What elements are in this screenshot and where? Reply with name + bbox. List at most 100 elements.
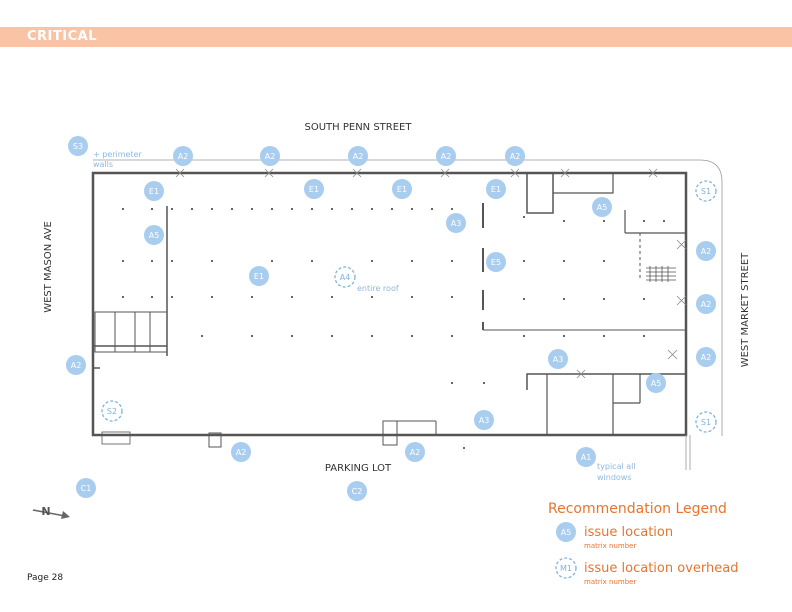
issue-marker-s1: S1: [695, 411, 717, 433]
legend-marker-solid-label: A5: [561, 528, 572, 537]
note-entire-roof: entire roof: [357, 284, 399, 293]
marker-label: A4: [340, 273, 351, 282]
marker-label: A2: [701, 353, 712, 362]
marker-circle: [260, 146, 280, 166]
issue-marker-a2: A2: [405, 442, 425, 462]
marker-label: A2: [510, 152, 521, 161]
marker-label: A2: [410, 448, 421, 457]
page-number: Page 28: [27, 573, 63, 583]
marker-label: A2: [701, 300, 712, 309]
marker-label: C2: [352, 487, 363, 496]
issue-marker-s3: S3: [68, 136, 88, 156]
note-perimeter-2: walls: [93, 160, 113, 169]
issue-marker-a2: A2: [348, 146, 368, 166]
north-arrow: N: [32, 505, 70, 519]
marker-circle: [696, 294, 716, 314]
legend-item-2-label: issue location overhead: [584, 561, 738, 576]
marker-label: S3: [73, 142, 83, 151]
issue-marker-a2: A2: [696, 294, 716, 314]
marker-label: A2: [441, 152, 452, 161]
issue-marker-a3: A3: [548, 349, 568, 369]
note-perimeter-1: + perimeter: [93, 150, 143, 159]
issue-marker-c2: C2: [347, 481, 367, 501]
marker-label: E1: [397, 185, 407, 194]
marker-circle: [486, 179, 506, 199]
marker-label: A2: [178, 152, 189, 161]
marker-circle: [68, 136, 88, 156]
legend-marker-dashed: [555, 557, 577, 579]
issue-marker-e1: E1: [249, 266, 269, 286]
critical-banner: CRITICAL: [0, 27, 792, 47]
legend-title: Recommendation Legend: [548, 501, 727, 517]
marker-circle: [695, 411, 717, 433]
issue-marker-a5: A5: [144, 225, 164, 245]
column-grid: [122, 208, 665, 449]
marker-circle: [695, 180, 717, 202]
marker-circle: [101, 400, 123, 422]
marker-label: A1: [581, 453, 592, 462]
issue-marker-a2: A2: [173, 146, 193, 166]
marker-label: S1: [701, 187, 711, 196]
issue-marker-s1: S1: [695, 180, 717, 202]
marker-circle: [696, 347, 716, 367]
marker-circle: [66, 355, 86, 375]
street-left: WEST MASON AVE: [43, 221, 54, 313]
issue-marker-a2: A2: [436, 146, 456, 166]
issue-marker-a2: A2: [696, 241, 716, 261]
marker-label: S2: [107, 407, 117, 416]
marker-label: A2: [265, 152, 276, 161]
marker-circle: [304, 179, 324, 199]
issue-marker-e1: E1: [304, 179, 324, 199]
marker-circle: [646, 373, 666, 393]
marker-circle: [505, 146, 525, 166]
marker-circle: [436, 146, 456, 166]
issue-marker-e1: E1: [392, 179, 412, 199]
recommendation-legend: Recommendation Legend A5 issue location …: [548, 501, 738, 586]
marker-circle: [474, 410, 494, 430]
marker-label: A2: [236, 448, 247, 457]
issue-marker-a2: A2: [260, 146, 280, 166]
marker-label: E1: [149, 187, 159, 196]
marker-circle: [144, 225, 164, 245]
legend-item-1-label: issue location: [584, 525, 673, 540]
marker-label: E1: [309, 185, 319, 194]
compass-label: N: [41, 505, 50, 518]
issue-marker-a5: A5: [592, 197, 612, 217]
issue-marker-a3: A3: [474, 410, 494, 430]
issue-marker-a2: A2: [66, 355, 86, 375]
issue-marker-a4: A4: [334, 266, 356, 288]
marker-circle: [347, 481, 367, 501]
marker-circle: [392, 179, 412, 199]
marker-label: A2: [71, 361, 82, 370]
legend-item-2-sub: matrix number: [584, 578, 636, 586]
marker-circle: [696, 241, 716, 261]
marker-label: A5: [651, 379, 662, 388]
marker-label: A5: [149, 231, 160, 240]
marker-label: A3: [553, 355, 564, 364]
marker-label: A2: [353, 152, 364, 161]
marker-label: A3: [451, 219, 462, 228]
marker-circle: [348, 146, 368, 166]
issue-marker-a2: A2: [231, 442, 251, 462]
issue-marker-a1: A1: [576, 447, 596, 467]
note-windows-2: windows: [597, 473, 632, 482]
marker-label: E5: [491, 258, 501, 267]
marker-circle: [548, 349, 568, 369]
marker-label: E1: [254, 272, 264, 281]
street-top: SOUTH PENN STREET: [305, 122, 413, 133]
issue-marker-e5: E5: [486, 252, 506, 272]
legend-item-1-sub: matrix number: [584, 542, 636, 550]
marker-circle: [173, 146, 193, 166]
marker-label: C1: [81, 484, 92, 493]
marker-label: A3: [479, 416, 490, 425]
marker-label: S1: [701, 418, 711, 427]
marker-label: E1: [491, 185, 501, 194]
legend-marker-solid: [556, 522, 576, 542]
marker-circle: [76, 478, 96, 498]
issue-marker-s2: S2: [101, 400, 123, 422]
issue-marker-c1: C1: [76, 478, 96, 498]
building-walls: [91, 159, 723, 470]
street-right: WEST MARKET STREET: [740, 252, 751, 367]
